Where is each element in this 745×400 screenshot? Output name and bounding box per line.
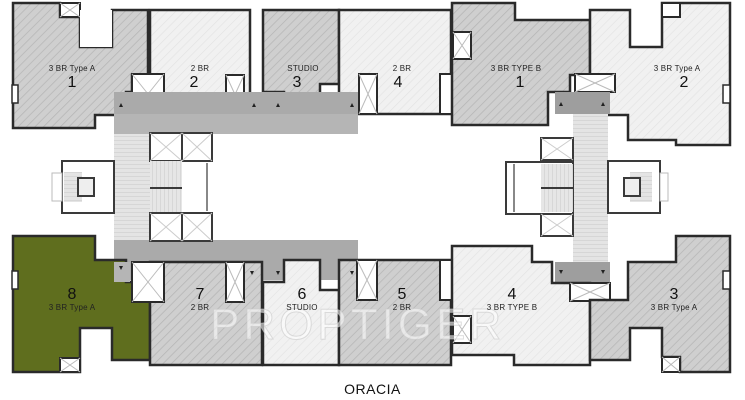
corridor-bottom-right	[555, 262, 610, 284]
unit-R2-shape[interactable]	[574, 1, 732, 147]
building-title: ORACIA	[344, 381, 401, 397]
unit-L4-shape[interactable]	[337, 8, 453, 116]
unit-L5-number: 5	[397, 286, 407, 303]
unit-L2-type: 2 BR	[190, 64, 210, 73]
unit-L4-type: 2 BR	[392, 64, 412, 73]
core-right	[505, 114, 669, 262]
unit-L1-type: 3 BR Type A	[48, 64, 96, 73]
unit-L8-type: 3 BR Type A	[48, 303, 96, 312]
unit-L6-type: STUDIO	[286, 303, 318, 312]
corridor-top-right	[555, 92, 610, 114]
unit-L5-shape[interactable]	[337, 258, 453, 367]
unit-L1-number: 1	[67, 74, 77, 91]
unit-R2-type: 3 BR Type A	[653, 64, 701, 73]
unit-L3-number: 3	[292, 74, 302, 91]
unit-L3-type: STUDIO	[287, 64, 319, 73]
unit-L4-number: 4	[393, 74, 403, 91]
unit-R4-type: 3 BR TYPE B	[486, 303, 538, 312]
unit-R3-type: 3 BR Type A	[650, 303, 698, 312]
unit-R3-shape[interactable]	[588, 234, 732, 374]
unit-L6-number: 6	[297, 286, 307, 303]
unit-L7-type: 2 BR	[190, 303, 210, 312]
unit-L2-number: 2	[189, 74, 199, 91]
unit-L6-shape[interactable]	[261, 258, 341, 367]
corridor-top-left	[114, 92, 358, 134]
unit-R1-number: 1	[515, 74, 525, 91]
unit-R1-shape[interactable]	[450, 1, 592, 127]
unit-R2-number: 2	[679, 74, 689, 91]
unit-L7-number: 7	[195, 286, 205, 303]
door-arrow-icons	[119, 102, 605, 275]
unit-R1-type: 3 BR TYPE B	[490, 64, 542, 73]
unit-L5-type: 2 BR	[392, 303, 412, 312]
unit-L8-number: 8	[67, 286, 77, 303]
core-left	[51, 132, 213, 242]
unit-R4-number: 4	[507, 286, 517, 303]
watermark: PROPTIGER	[209, 300, 506, 350]
unit-R3-number: 3	[669, 286, 679, 303]
